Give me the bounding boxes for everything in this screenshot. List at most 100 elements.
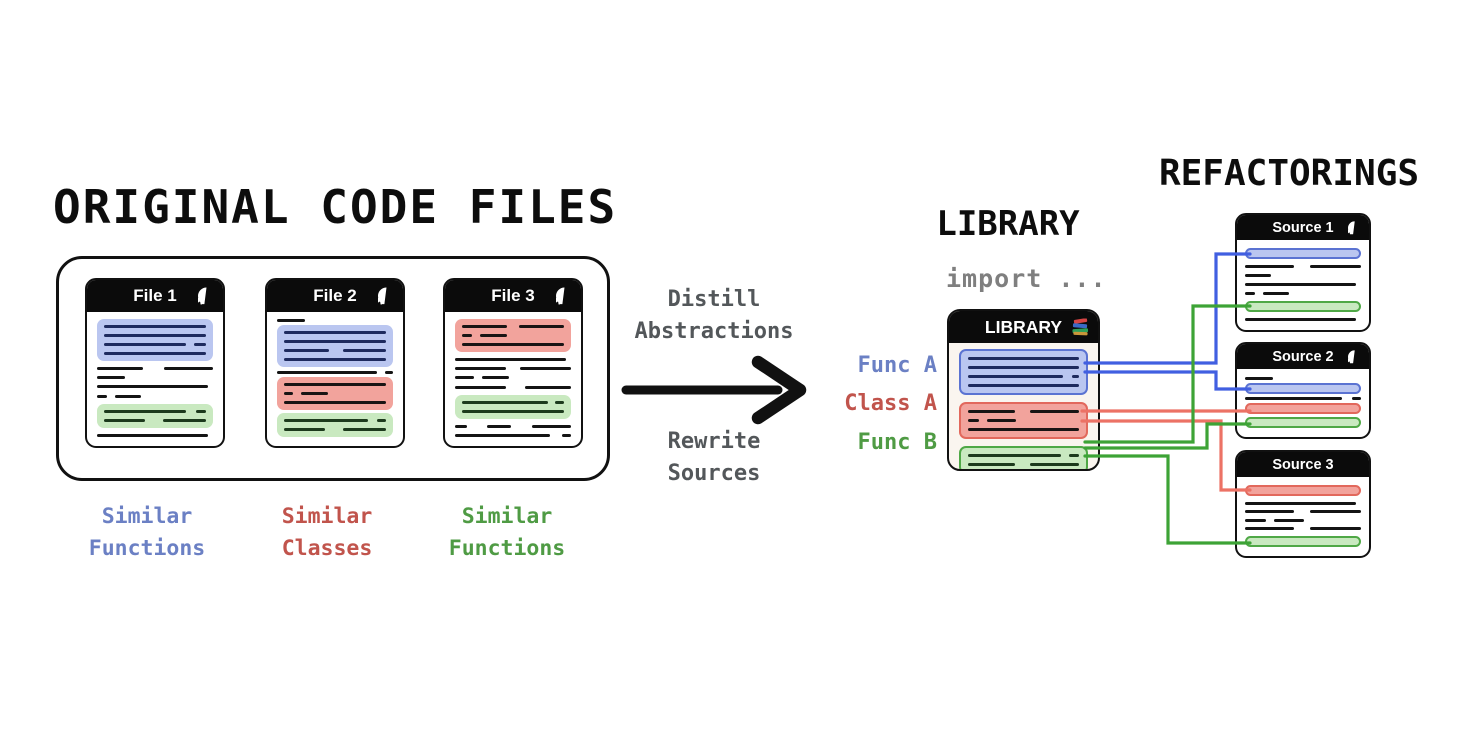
code-line: [455, 424, 571, 428]
code-line-segment: [519, 325, 564, 328]
card-body: [1237, 240, 1369, 330]
red-highlight-block: [455, 319, 571, 352]
rewrite-line2: Sources: [667, 460, 761, 486]
code-line-segment: [1030, 410, 1079, 413]
code-line: [1245, 283, 1361, 286]
code-line: [462, 343, 564, 346]
code-line-segment: [1245, 518, 1266, 522]
source-1-card: Source 1: [1235, 213, 1371, 332]
code-line-segment: [1245, 318, 1357, 321]
func-b-label: Func B: [857, 430, 937, 455]
code-line-segment: [968, 419, 980, 422]
code-line-segment: [1072, 375, 1079, 378]
code-line: [1245, 510, 1361, 514]
code-line-segment: [1245, 274, 1271, 277]
library-card: LIBRARY: [947, 309, 1100, 471]
code-line-segment: [455, 376, 474, 380]
code-line: [968, 357, 1079, 360]
code-line-segment: [968, 463, 1015, 466]
distill-line2: Abstractions: [634, 318, 794, 344]
func-b-to-source2-wire: [1083, 422, 1252, 450]
original-code-files-title: ORIGINAL CODE FILES: [53, 180, 618, 234]
class-a-label: Class A: [844, 391, 937, 416]
code-line-segment: [455, 424, 467, 428]
code-line-segment: [277, 370, 377, 374]
code-line: [455, 358, 571, 362]
card-body: [267, 312, 403, 446]
code-line-segment: [462, 343, 564, 346]
code-line-segment: [968, 366, 1079, 369]
green-highlight-pill: [1245, 417, 1361, 428]
github-icon-holder: [1347, 349, 1362, 364]
github-icon: [378, 287, 387, 305]
code-line: [284, 419, 386, 422]
code-line-segment: [480, 334, 507, 337]
code-line: [968, 366, 1079, 369]
code-line-segment: [1245, 527, 1294, 531]
card-header: File 1: [87, 280, 223, 312]
code-line: [284, 382, 386, 386]
code-line: [462, 409, 564, 413]
code-line-segment: [384, 370, 393, 374]
code-line-segment: [277, 319, 305, 322]
code-line: [284, 349, 386, 353]
code-line-segment: [1273, 518, 1305, 522]
card-header: File 3: [445, 280, 581, 312]
code-line: [968, 410, 1079, 413]
code-line-segment: [455, 385, 507, 389]
similar-functions-label-2: Similar Functions: [417, 501, 597, 566]
distill-line1: Distill: [667, 287, 761, 312]
library-title: LIBRARY: [936, 204, 1080, 244]
code-line: [968, 454, 1079, 457]
github-icon: [1347, 349, 1355, 364]
code-line: [277, 370, 393, 374]
code-line: [462, 325, 564, 328]
code-line-segment: [487, 424, 511, 428]
blue-highlight-block: [277, 325, 393, 368]
code-line-segment: [455, 367, 507, 371]
code-line-segment: [968, 454, 1062, 457]
red-highlight-pill: [1245, 485, 1361, 496]
code-line-segment: [968, 410, 1015, 413]
github-icon-holder: [556, 287, 573, 305]
card-title: File 2: [313, 286, 357, 305]
card-body: [87, 312, 223, 446]
red-highlight-block: [959, 402, 1088, 439]
code-line-segment: [97, 394, 108, 398]
code-line-segment: [97, 385, 209, 389]
code-line-segment: [1245, 397, 1343, 400]
code-line-segment: [554, 400, 564, 404]
card-header: File 2: [267, 280, 403, 312]
code-line-segment: [1309, 265, 1361, 268]
code-line-segment: [284, 382, 386, 386]
code-line: [455, 376, 571, 380]
card-header: Source 2: [1237, 344, 1369, 369]
code-line: [284, 428, 386, 431]
group-label-line2: Classes: [281, 536, 373, 562]
blue-highlight-pill: [1245, 383, 1361, 394]
code-line: [455, 385, 571, 389]
code-line: [97, 394, 213, 398]
code-line: [455, 433, 571, 437]
blue-highlight-pill: [1245, 248, 1361, 259]
code-line: [97, 385, 213, 389]
code-line-segment: [1245, 377, 1273, 380]
code-line: [104, 409, 206, 413]
code-line: [1245, 501, 1361, 505]
code-line-segment: [1245, 283, 1357, 286]
code-line-segment: [284, 419, 368, 422]
github-icon: [1347, 220, 1355, 235]
card-title: Source 3: [1272, 456, 1334, 473]
group-label-line1: Similar: [101, 504, 193, 529]
code-line-segment: [462, 400, 548, 404]
code-line-segment: [301, 391, 328, 395]
group-label-line1: Similar: [281, 504, 373, 529]
code-line: [968, 384, 1079, 387]
code-line-segment: [104, 409, 186, 413]
code-line-segment: [343, 349, 386, 353]
code-line-segment: [1245, 510, 1294, 514]
code-line-segment: [284, 358, 386, 362]
red-highlight-pill: [1245, 403, 1361, 414]
red-highlight-block: [277, 376, 393, 410]
card-header: Source 1: [1237, 215, 1369, 240]
